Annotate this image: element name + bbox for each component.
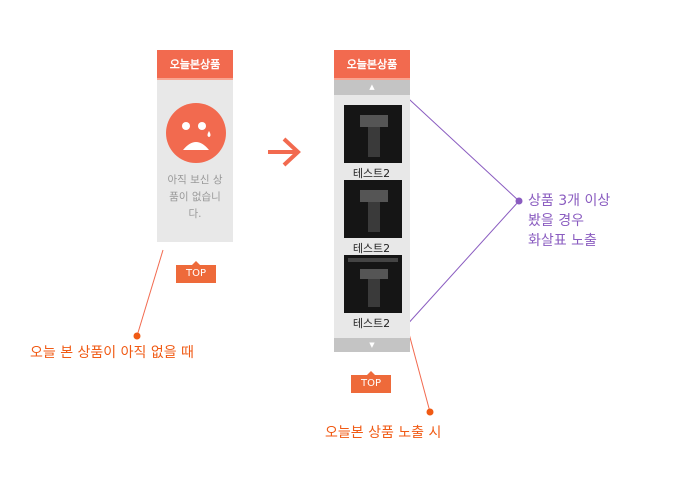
empty-message: 아직 보신 상 품이 없습니 다. <box>157 172 233 223</box>
recent-header-filled: 오늘본상품 <box>334 50 410 80</box>
product-thumbnail[interactable] <box>344 255 402 313</box>
recent-panel-filled: ▲ 테스트2 테스트2 테스트2 ▼ <box>334 80 410 352</box>
product-label[interactable]: 테스트2 <box>352 167 391 180</box>
line-filled <box>407 329 431 413</box>
line-empty <box>136 249 164 337</box>
callout-empty: 오늘 본 상품이 아직 없을 때 <box>30 345 194 361</box>
callout-filled: 오늘본 상품 노출 시 <box>325 425 442 441</box>
scroll-down-button[interactable]: ▼ <box>334 338 410 352</box>
recent-panel-empty: 아직 보신 상 품이 없습니 다. <box>157 80 233 242</box>
message-line: 아직 보신 상 <box>167 174 223 186</box>
product-label[interactable]: 테스트2 <box>352 317 391 330</box>
top-button-empty[interactable]: TOP <box>176 261 216 283</box>
callout-arrows: 상품 3개 이상 봤을 경우 화살표 노출 <box>528 191 610 251</box>
scroll-up-button[interactable]: ▲ <box>334 80 410 95</box>
product-label[interactable]: 테스트2 <box>352 242 391 255</box>
sad-face-icon <box>166 103 226 163</box>
top-button-filled[interactable]: TOP <box>351 371 391 393</box>
recent-header-empty: 오늘본상품 <box>157 50 233 80</box>
product-thumbnail[interactable] <box>344 105 402 163</box>
line-up <box>396 87 520 202</box>
transition-arrow-icon <box>268 137 301 167</box>
dot-filled <box>426 408 434 416</box>
message-line: 다. <box>188 208 202 220</box>
message-line: 품이 없습니 <box>169 191 221 203</box>
product-thumbnail[interactable] <box>344 180 402 238</box>
dot-empty <box>133 332 141 340</box>
dot-arrows <box>515 197 523 205</box>
callout-line: 상품 3개 이상 <box>528 193 611 209</box>
callout-line: 화살표 노출 <box>528 233 597 249</box>
callout-line: 봤을 경우 <box>528 213 584 229</box>
